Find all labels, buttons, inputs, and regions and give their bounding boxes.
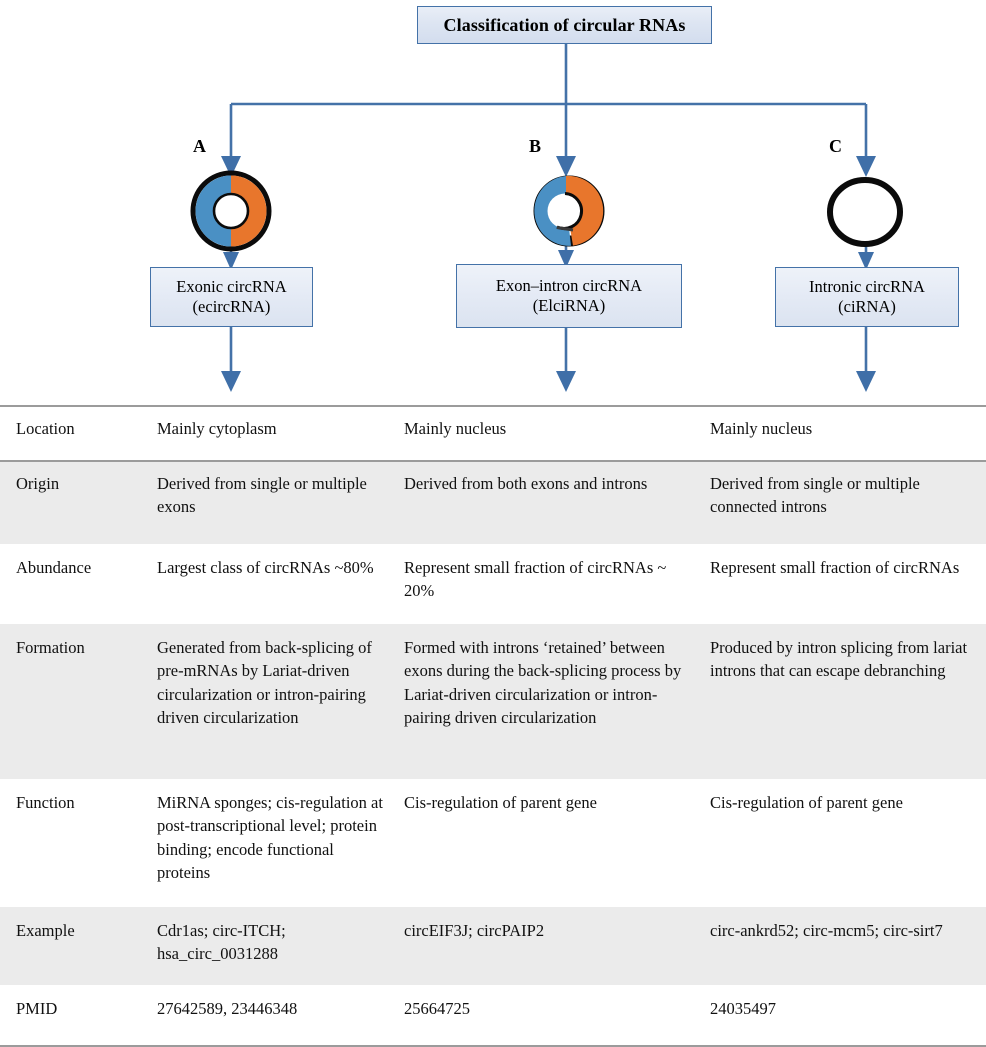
row-cell-ecircrna: Mainly cytoplasm (157, 419, 277, 438)
row-cell-ecircrna: MiRNA sponges; cis-regulation at post-tr… (157, 793, 383, 883)
row-label: Location (16, 419, 75, 438)
label-box-intronic-circrna: Intronic circRNA (ciRNA) (775, 267, 959, 327)
row-cell-elcirna: Mainly nucleus (404, 419, 507, 438)
row-cell-ecircrna: Cdr1as; circ-ITCH; hsa_circ_0031288 (157, 921, 286, 964)
row-cell-elcirna: circEIF3J; circPAIP2 (404, 921, 545, 940)
row-cell-cirna: Mainly nucleus (710, 419, 813, 438)
row-label: Function (16, 793, 75, 812)
arrowhead-c-bottom (856, 371, 876, 392)
label-box-exonic-circrna: Exonic circRNA (ecircRNA) (150, 267, 313, 327)
table-row: Formation Generated from back-splicing o… (0, 624, 986, 779)
table-row: Origin Derived from single or multiple e… (0, 460, 986, 544)
row-label: Formation (16, 638, 85, 657)
table-row: Example Cdr1as; circ-ITCH; hsa_circ_0031… (0, 907, 986, 985)
row-label: Abundance (16, 558, 92, 577)
row-cell-ecircrna: Largest class of circRNAs ~80% (157, 558, 374, 577)
row-cell-ecircrna: Generated from back-splicing of pre-mRNA… (157, 638, 372, 728)
label-box-exon-intron-circrna: Exon–intron circRNA (ElciRNA) (456, 264, 682, 328)
label-box-b-line1: Exon–intron circRNA (495, 275, 643, 295)
row-cell-elcirna: 25664725 (404, 999, 470, 1018)
branch-letter-a: A (193, 136, 206, 156)
row-cell-ecircrna: 27642589, 23446348 (157, 999, 298, 1018)
label-box-a-line2: (ecircRNA) (192, 297, 271, 316)
comparison-table: Location Mainly cytoplasm Mainly nucleus… (0, 405, 986, 1047)
row-label: Origin (16, 474, 60, 493)
figure-title-box: Classification of circular RNAs (417, 6, 712, 44)
row-cell-elcirna: Cis-regulation of parent gene (404, 793, 597, 812)
label-box-c-line1: Intronic circRNA (809, 276, 925, 296)
split-donut-with-inner-arc-icon (521, 168, 613, 259)
arrowhead-b-bottom (556, 371, 576, 392)
row-cell-ecircrna: Derived from single or multiple exons (157, 474, 367, 517)
table-row: Location Mainly cytoplasm Mainly nucleus… (0, 405, 986, 460)
branch-letter-c: C (829, 136, 842, 156)
row-cell-cirna: 24035497 (710, 999, 776, 1018)
page-title: Classification of circular RNAs (443, 14, 686, 35)
row-cell-cirna: Cis-regulation of parent gene (710, 793, 903, 812)
row-rule-top (0, 460, 986, 462)
arrowhead-a-bottom (221, 371, 241, 392)
table-row: Abundance Largest class of circRNAs ~80%… (0, 544, 986, 624)
row-cell-elcirna: Derived from both exons and introns (404, 474, 648, 493)
row-cell-elcirna: Formed with introns ‘retained’ between e… (404, 638, 682, 728)
row-cell-cirna: circ-ankrd52; circ-mcm5; circ-sirt7 (710, 921, 943, 940)
label-box-b-line2: (ElciRNA) (532, 296, 606, 315)
row-rule-top (0, 405, 986, 407)
row-label: PMID (16, 999, 58, 1018)
table-row: PMID 27642589, 23446348 25664725 2403549… (0, 985, 986, 1047)
split-donut-blue-orange-icon (188, 168, 274, 259)
row-cell-cirna: Derived from single or multiple connecte… (710, 474, 920, 517)
label-box-a-line1: Exonic circRNA (176, 276, 287, 296)
label-box-c-line2: (ciRNA) (838, 297, 896, 316)
row-cell-cirna: Represent small fraction of circRNAs (710, 558, 960, 577)
branch-letter-b: B (529, 136, 542, 156)
table-row: Function MiRNA sponges; cis-regulation a… (0, 779, 986, 907)
black-ring-icon (822, 168, 908, 259)
row-cell-elcirna: Represent small fraction of circRNAs ~ 2… (404, 558, 667, 601)
row-cell-cirna: Produced by intron splicing from lariat … (710, 638, 968, 681)
row-label: Example (16, 921, 75, 940)
